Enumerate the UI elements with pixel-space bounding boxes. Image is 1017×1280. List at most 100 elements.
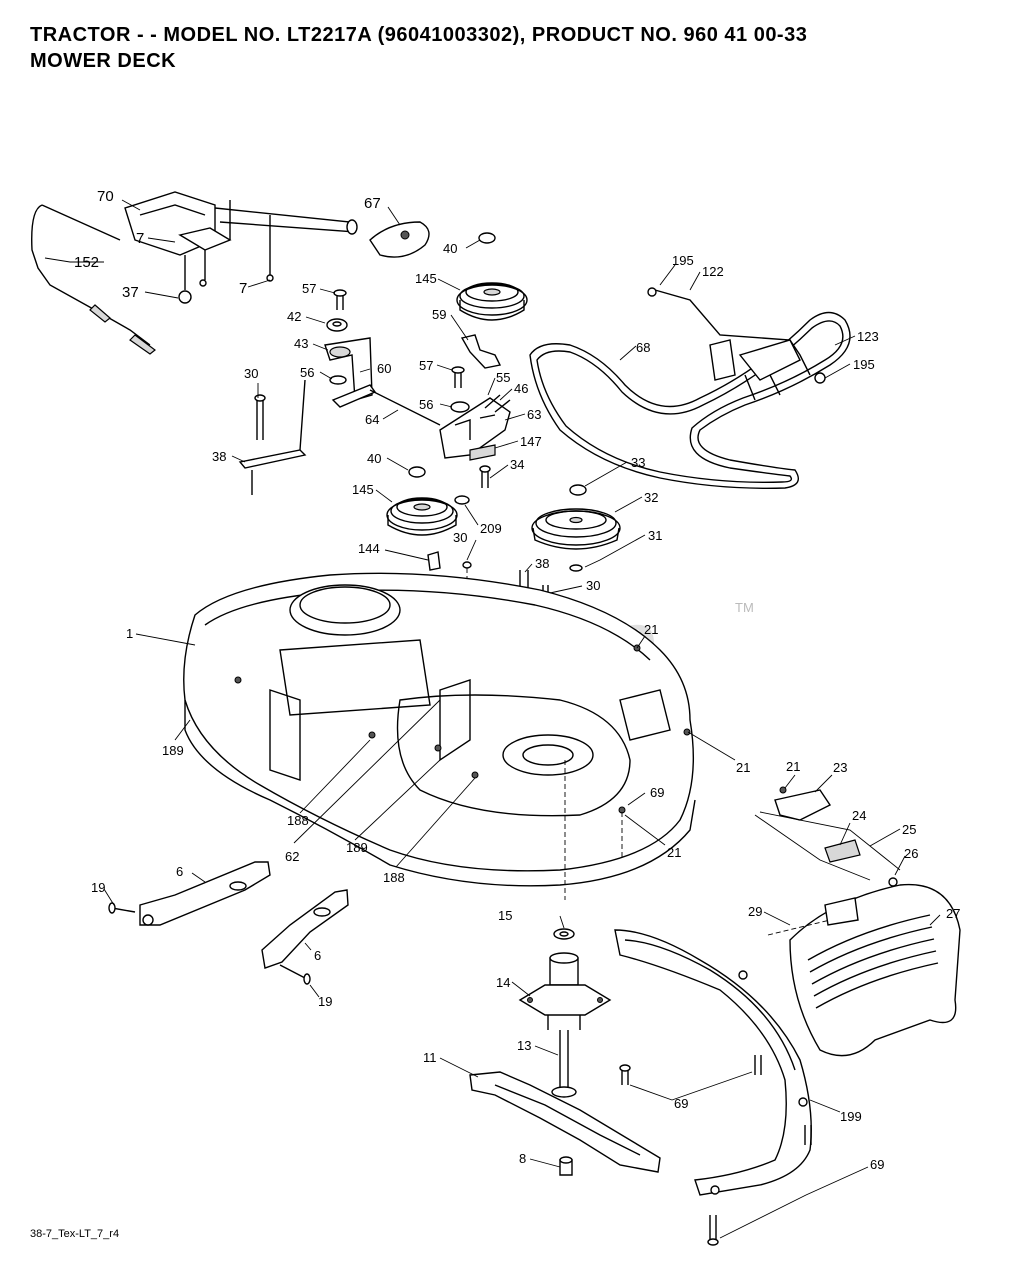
callout-68: 68 [636,340,650,355]
bolt-8 [559,1156,573,1176]
idler-arm-63 [439,394,511,461]
callout-21a: 21 [644,622,658,637]
key-31 [569,564,583,572]
callout-30a: 30 [244,366,258,381]
callout-6b: 6 [314,948,321,963]
callout-15: 15 [498,908,512,923]
callout-46: 46 [514,381,528,396]
callout-7a: 7 [136,230,144,247]
callout-21c: 21 [786,759,800,774]
callout-59: 59 [432,307,446,322]
callout-21d: 21 [667,845,681,860]
page-title: TRACTOR - - MODEL NO. LT2217A (960410033… [30,24,808,46]
spacer-56b [450,401,470,413]
callout-188b: 188 [383,870,405,885]
callout-19a: 19 [91,880,105,895]
callout-55: 55 [496,370,510,385]
belt-guide-67 [369,221,430,258]
bolt-19b [279,964,311,985]
callout-67: 67 [364,195,381,212]
callout-32: 32 [644,490,658,505]
callout-33: 33 [631,455,645,470]
callout-24: 24 [852,808,866,823]
spring-24 [824,839,861,863]
callout-14: 14 [496,975,510,990]
callout-1: 1 [126,626,133,641]
callout-57a: 57 [302,281,316,296]
callout-56a: 56 [300,365,314,380]
callout-69a: 69 [650,785,664,800]
callout-labels: 70 7 7 152 37 67 40 145 59 57 42 43 56 6… [74,188,960,1172]
nut-33 [569,484,587,496]
bracket-144 [427,551,441,571]
callout-64: 64 [365,412,379,427]
callout-199: 199 [840,1109,862,1124]
leader-lines [44,199,941,1239]
callout-40a: 40 [443,241,457,256]
callout-25: 25 [902,822,916,837]
callout-152: 152 [74,254,99,271]
callout-13: 13 [517,1038,531,1053]
callout-31: 31 [648,528,662,543]
hanger-arm-6a [139,861,271,926]
blade-11 [469,1071,661,1173]
bolt-69c [707,1125,812,1246]
callout-21b: 21 [736,760,750,775]
callout-57b: 57 [419,358,433,373]
header: TRACTOR - - MODEL NO. LT2217A (960410033… [30,22,985,74]
nut-40b [408,466,426,478]
callout-38b: 38 [535,556,549,571]
callout-56b: 56 [419,397,433,412]
page-subtitle: MOWER DECK [30,50,177,72]
callout-19b: 19 [318,994,332,1009]
callout-195a: 195 [672,253,694,268]
bolt-57a [333,289,347,310]
bumper-199 [614,929,812,1196]
callout-27: 27 [946,906,960,921]
callout-26: 26 [904,846,918,861]
callout-7b: 7 [239,280,247,297]
callout-38a: 38 [212,449,226,464]
arm-64 [331,384,441,426]
callout-69c: 69 [870,1157,884,1172]
pulley-32 [531,508,621,550]
callout-30c: 30 [586,578,600,593]
callout-63: 63 [527,407,541,422]
mower-deck-housing [183,572,696,900]
spacer-56a [329,375,347,385]
bolt-69b [619,1055,762,1085]
callout-6a: 6 [176,864,183,879]
callout-30b: 30 [453,530,467,545]
spindle-shaft-13 [551,1030,577,1098]
bolt-34 [479,465,491,488]
watermark-tm: TM [735,600,754,615]
hanger-38a [238,379,307,495]
callout-189b: 189 [346,840,368,855]
callout-195b: 195 [853,357,875,372]
washer-209 [454,495,470,505]
bolt-57b [451,366,465,388]
callout-60: 60 [377,361,391,376]
callout-42: 42 [287,309,301,324]
pin-26 [888,877,898,887]
callout-29: 29 [748,904,762,919]
lift-rod-152 [31,204,156,355]
callout-144: 144 [358,541,380,556]
callout-34: 34 [510,457,524,472]
hanger-arm-6b [261,889,349,969]
idler-pulley-145b [386,497,458,536]
discharge-chute-27 [789,883,961,1057]
bolt-30a [254,394,266,440]
drive-belt-68 [529,311,851,489]
chute-plate-25 [754,811,901,881]
callout-209: 209 [480,521,502,536]
callout-8: 8 [519,1151,526,1166]
callout-122: 122 [702,264,724,279]
callout-70: 70 [97,188,114,205]
callout-23: 23 [833,760,847,775]
callout-43: 43 [294,336,308,351]
nut-42 [326,318,348,332]
callout-40b: 40 [367,451,381,466]
idler-bracket-59 [460,334,502,369]
